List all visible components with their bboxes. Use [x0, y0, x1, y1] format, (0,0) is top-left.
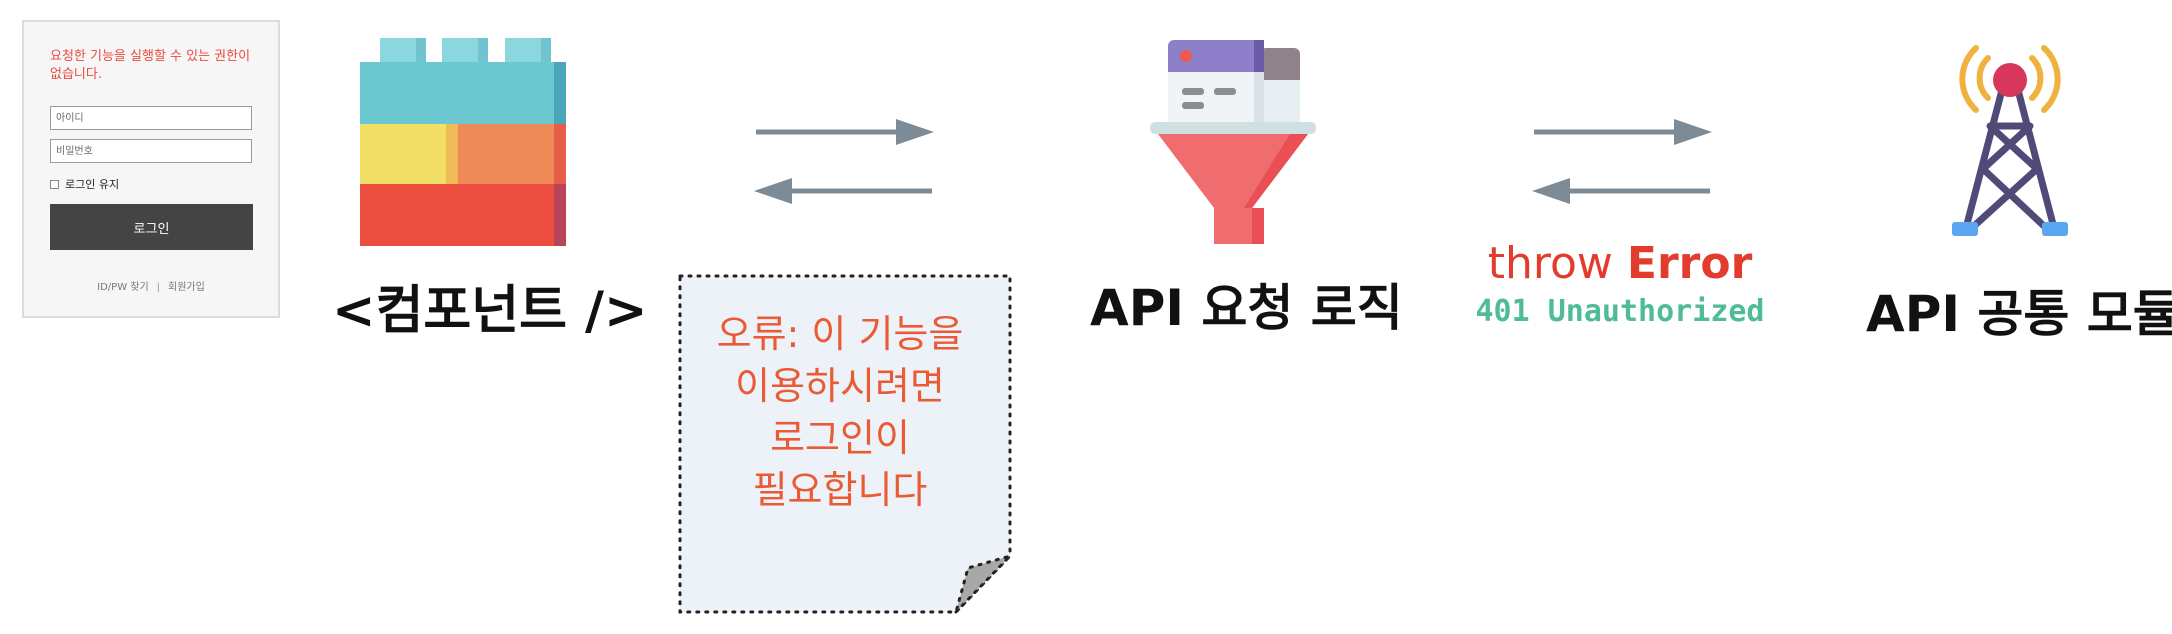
password-input[interactable] [50, 139, 252, 163]
remember-checkbox[interactable] [50, 179, 59, 189]
login-button[interactable]: 로그인 [50, 204, 253, 250]
login-links: ID/PW 찾기|회원가입 [97, 282, 205, 293]
arrow-left-icon [754, 178, 932, 204]
id-input[interactable] [50, 106, 252, 130]
find-id-pw-link[interactable]: ID/PW 찾기 [97, 282, 149, 293]
arrow-left-icon [1532, 178, 1710, 204]
note-line: 필요합니다 [752, 468, 928, 512]
antenna-tower-icon [1952, 45, 2068, 236]
request-response-arrows-2 [1532, 119, 1712, 204]
request-response-arrows-1 [754, 119, 934, 204]
api-module-label: API 공통 모듈 [1866, 285, 2172, 343]
throw-keyword: throw [1487, 238, 1613, 289]
signup-link[interactable]: 회원가입 [168, 282, 205, 293]
login-form-mockup: 요청한 기능을 실행할 수 있는 권한이 없습니다. 로그인 유지 로그인 ID… [22, 20, 280, 318]
arrow-right-icon [756, 119, 934, 145]
error-note-text: 오류: 이 기능을 이용하시려면 로그인이 필요합니다 [690, 308, 990, 516]
note-line: 오류: 이 기능을 [716, 312, 964, 356]
note-line: 로그인이 [770, 416, 910, 460]
remember-login[interactable]: 로그인 유지 [50, 176, 119, 192]
funnel-icon [1150, 40, 1316, 244]
error-keyword: Error [1626, 238, 1753, 289]
permission-error-message: 요청한 기능을 실행할 수 있는 권한이 없습니다. [50, 49, 251, 82]
remember-label: 로그인 유지 [65, 178, 120, 191]
lego-brick-icon [360, 38, 566, 246]
api-logic-label: API 요청 로직 [1090, 279, 1403, 337]
error-note-card [678, 274, 1015, 614]
component-label: <컴포넌트 /> [332, 281, 648, 341]
http-status-text: 401 Unauthorized [1475, 294, 1765, 329]
throw-error-text: throw Error [1470, 238, 1770, 290]
note-line: 이용하시려면 [735, 364, 945, 408]
arrow-right-icon [1534, 119, 1712, 145]
